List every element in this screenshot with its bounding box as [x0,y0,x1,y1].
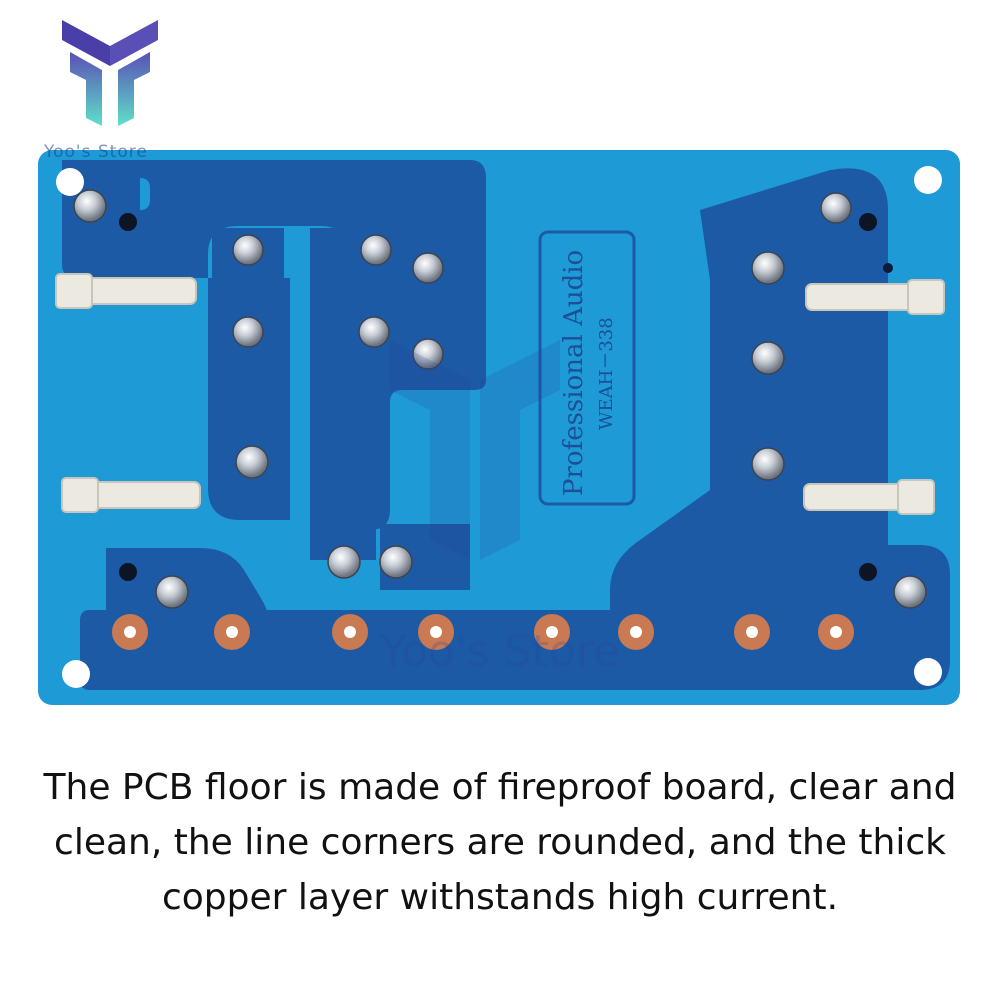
copper-pad [214,614,250,650]
solder-joint [820,192,852,224]
solder-joint [412,338,444,370]
silkscreen-title: Professional Audio [559,250,589,496]
mounting-hole [914,166,942,194]
mounting-hole [883,263,893,273]
copper-pad [418,614,454,650]
cable-ties [55,273,945,515]
solder-joint [751,251,785,285]
pcb-board-image: Professional Audio WEAH－338 [38,150,960,705]
solder-joint [751,341,785,375]
copper-pad [534,614,570,650]
solder-joint [232,316,264,348]
silkscreen-box [538,230,636,506]
store-logo-text: Yoo's Store [44,142,148,162]
store-logo [62,20,158,126]
solder-joint [327,545,361,579]
mounting-holes [56,166,942,688]
copper-pad [332,614,368,650]
watermark-text: Yoo's Store [379,626,620,677]
solder-joints [73,189,927,609]
solder-joint [412,252,444,284]
copper-pad [618,614,654,650]
mounting-hole [56,168,84,196]
mounting-hole [62,660,90,688]
solder-joint [751,447,785,481]
component-leads [119,213,877,581]
solder-joint [232,234,264,266]
solder-joint [235,445,269,479]
solder-joint [379,545,413,579]
mounting-hole [914,658,942,686]
solder-joint [155,575,189,609]
copper-pad [734,614,770,650]
silkscreen-model: WEAH－338 [596,317,617,430]
copper-pad [818,614,854,650]
solder-joint [893,575,927,609]
copper-pads [112,614,854,650]
product-caption: The PCB floor is made of fireproof board… [43,767,957,918]
solder-joint [358,316,390,348]
watermark-logo [390,340,560,560]
solder-joint [73,189,107,223]
copper-pad [112,614,148,650]
solder-joint [360,234,392,266]
